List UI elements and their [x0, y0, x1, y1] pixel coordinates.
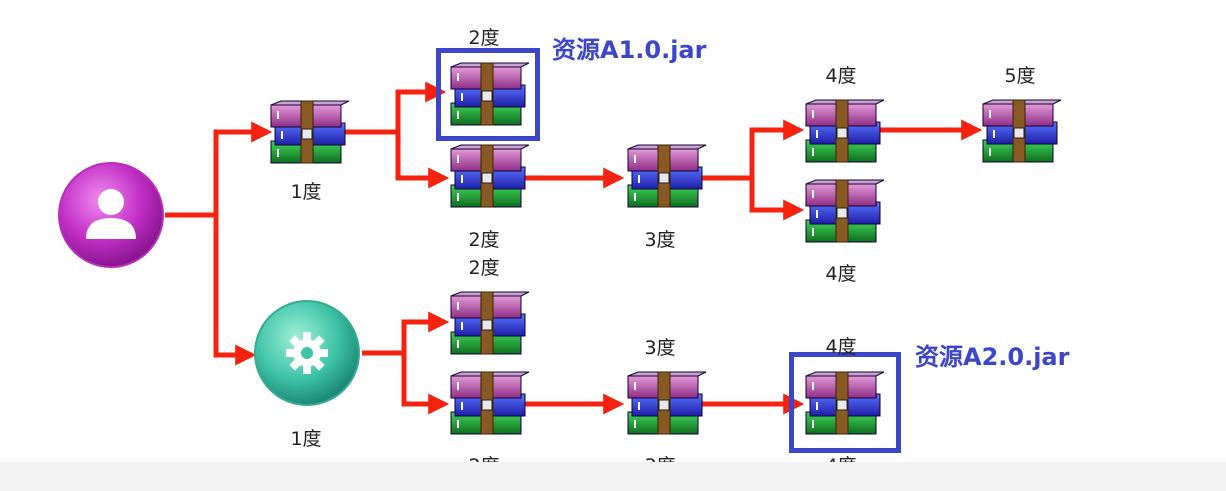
label-u5: 5度 — [1004, 65, 1036, 87]
arrow-s1-to-s2b — [362, 350, 450, 415]
archive-node-u4b — [805, 179, 885, 243]
label-s3: 3度 — [644, 337, 676, 359]
label-u4a: 4度 — [825, 65, 857, 87]
arrow-u1-to-u2a — [343, 81, 447, 135]
label-u1: 1度 — [290, 181, 322, 203]
archive-node-s2b — [450, 371, 530, 435]
label-s2a: 2度 — [468, 257, 500, 279]
archive-node-s2a — [450, 291, 530, 355]
arrow-s1-to-s2a — [362, 311, 450, 356]
highlight-box-a1 — [436, 48, 540, 141]
label-s1: 1度 — [290, 428, 322, 450]
arrow-root-to-s1 — [165, 212, 257, 366]
bottom-edge-strip — [0, 462, 1226, 491]
archive-node-s3 — [627, 371, 707, 435]
label-u2b: 2度 — [468, 229, 500, 251]
gear-icon — [286, 332, 328, 374]
arrow-layer — [165, 81, 983, 415]
archive-node-u2b — [450, 144, 530, 208]
arrow-root-to-u1 — [165, 121, 273, 218]
arrow-u3-to-u4a — [700, 119, 805, 181]
label-u2a: 2度 — [468, 27, 500, 49]
highlight-box-a2 — [789, 352, 901, 453]
archive-node-u5 — [982, 99, 1062, 163]
settings-node — [254, 300, 360, 406]
archive-node-u1 — [270, 100, 350, 164]
arrow-u1-to-u2b — [343, 129, 450, 189]
user-icon — [86, 189, 136, 239]
archive-node-u3 — [627, 144, 707, 208]
label-s4: 4度 — [825, 336, 857, 358]
label-u3: 3度 — [644, 229, 676, 251]
archive-node-u4a — [805, 99, 885, 163]
callout-a2: 资源A2.0.jar — [915, 343, 1070, 371]
arrow-u3-to-u4b — [700, 175, 805, 221]
label-u4b: 4度 — [825, 263, 857, 285]
callout-a1: 资源A1.0.jar — [552, 36, 707, 64]
user-node — [58, 162, 164, 268]
